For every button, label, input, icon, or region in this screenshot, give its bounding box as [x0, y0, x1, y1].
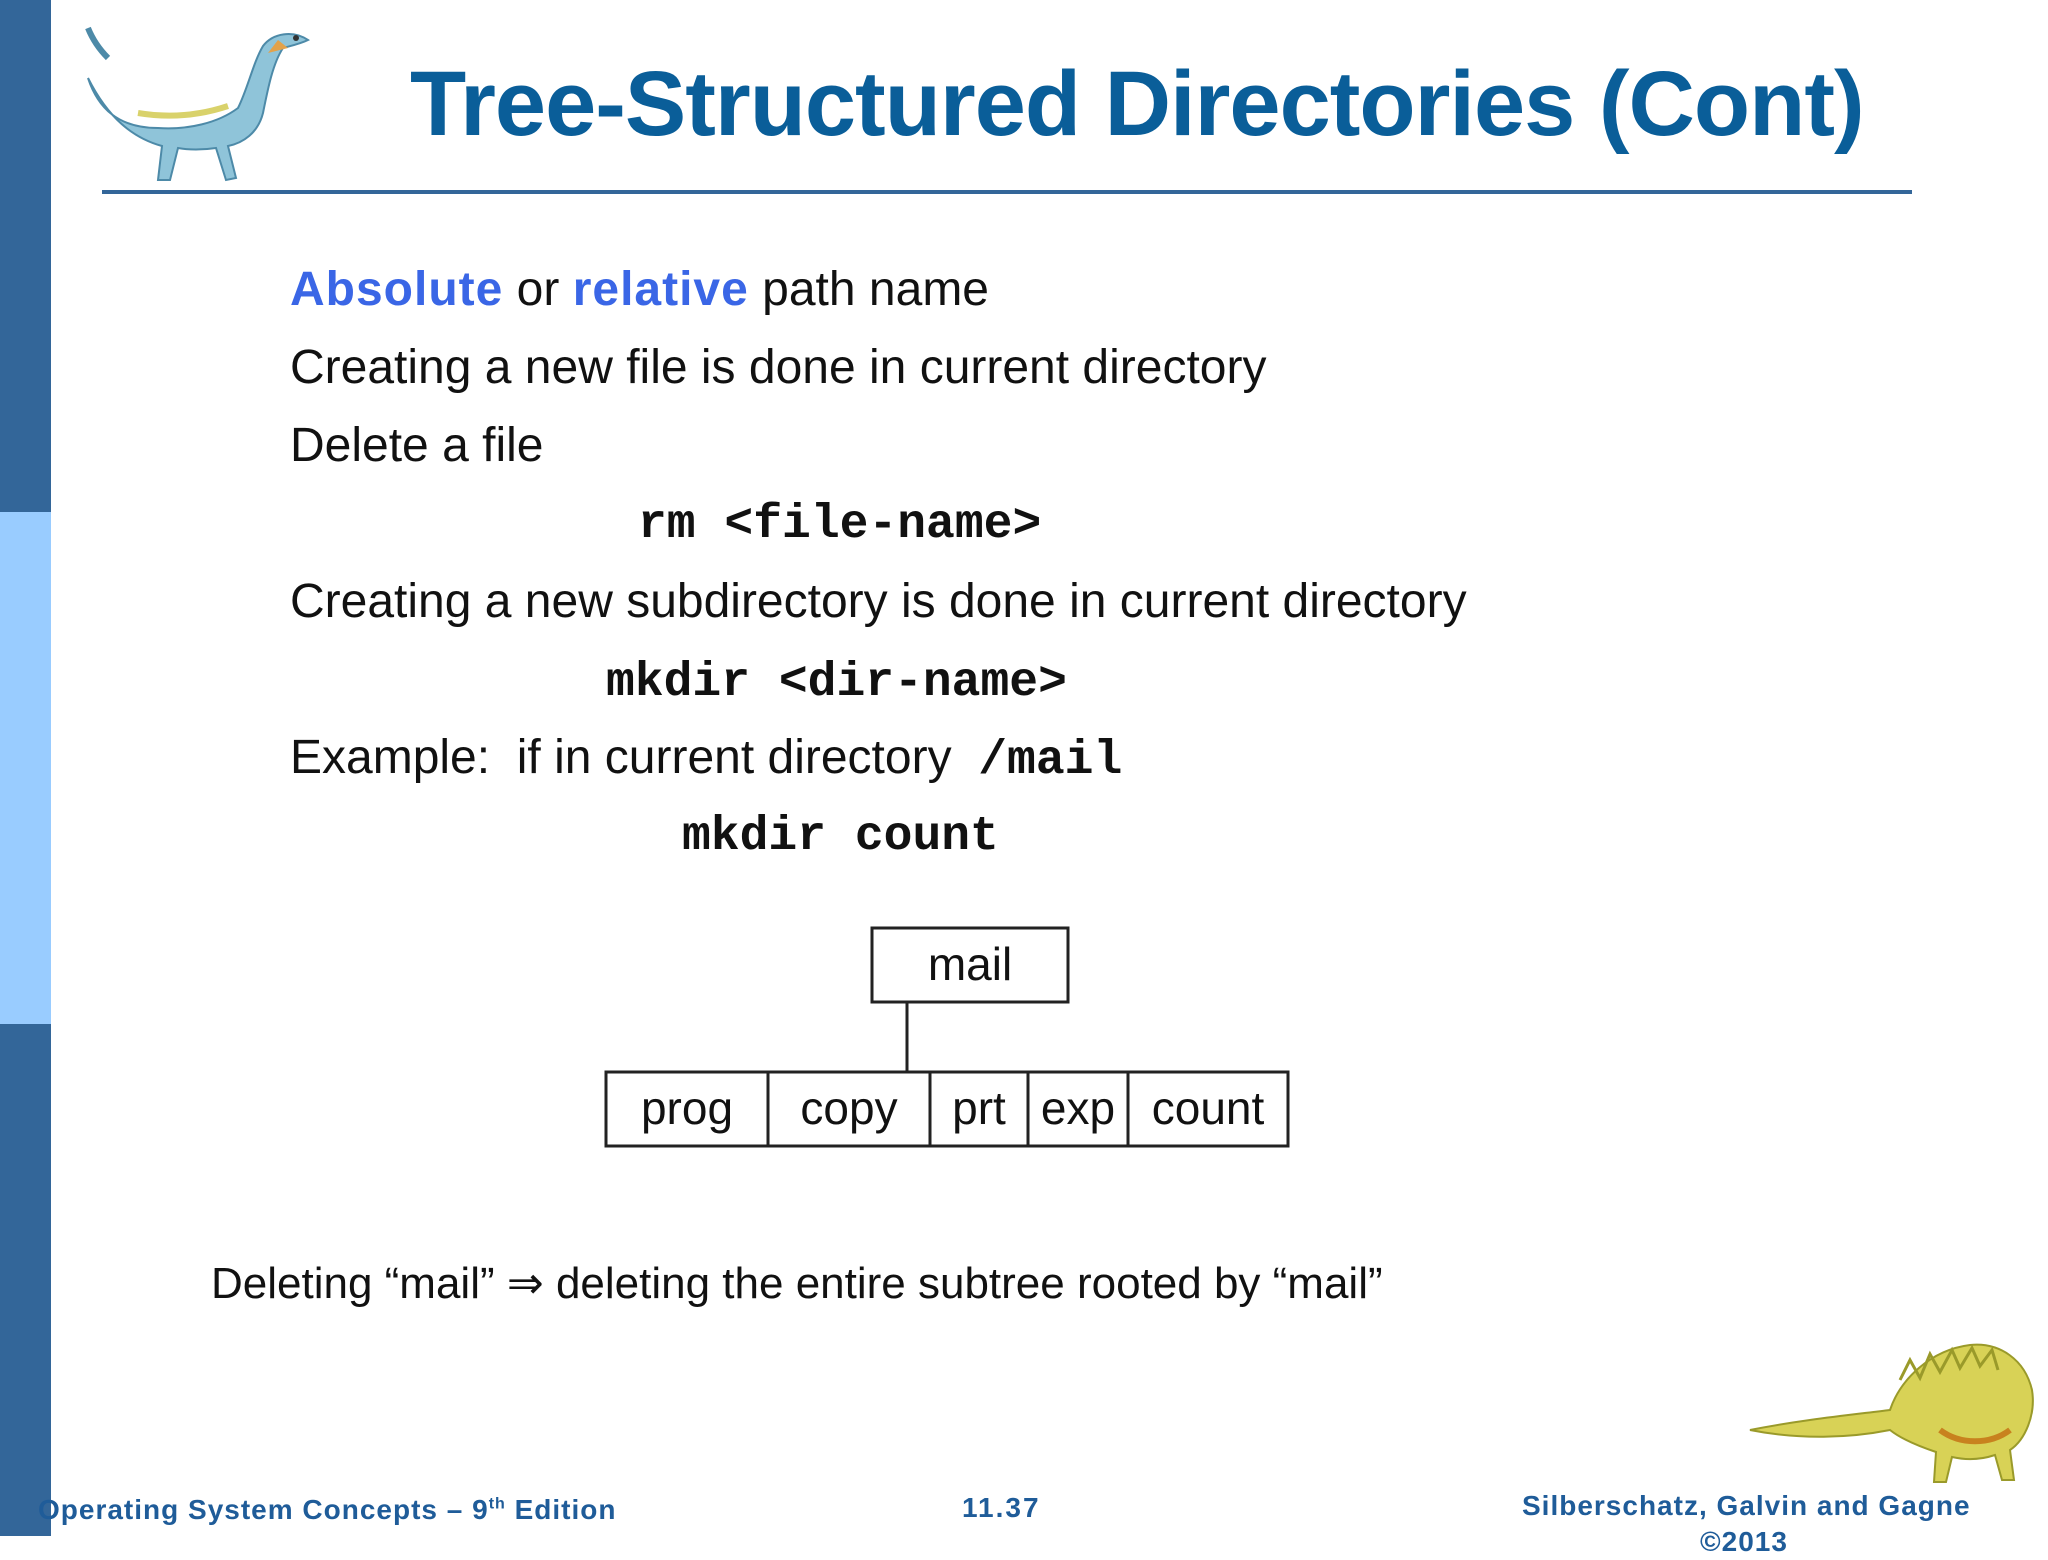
footer-course-edition: Edition [505, 1494, 617, 1525]
footer-page-number: 11.37 [962, 1492, 1041, 1523]
tree-child-prog: prog [641, 1082, 733, 1134]
title-divider [102, 190, 1912, 194]
dinosaur-bottom-right-icon [1749, 1343, 2034, 1483]
footer-course-text: Operating System Concepts – 9 [38, 1494, 489, 1525]
tree-root-label: mail [928, 938, 1012, 990]
keyword-relative: relative [572, 263, 749, 316]
footer-course-superscript: th [488, 1495, 506, 1513]
example-path: /mail [978, 734, 1123, 788]
create-file-line: Creating a new file is done in current d… [290, 341, 1267, 394]
footer-copyright: ©2013 [1700, 1526, 1788, 1557]
slide-title: Tree-Structured Directories (Cont) [410, 53, 1865, 155]
mkdir-count-command: mkdir count [682, 810, 999, 864]
tree-children-box [604, 1070, 1290, 1148]
example-text: Example: if in current directory [290, 731, 979, 784]
tree-root-box [870, 926, 1070, 1004]
footer-authors-names: Silberschatz, Galvin and Gagne [1522, 1490, 1971, 1521]
keyword-absolute: Absolute [290, 263, 504, 316]
dinosaur-top-left-icon [85, 26, 310, 182]
create-subdir-line: Creating a new subdirectory is done in c… [290, 575, 1467, 628]
path-or-text: or [503, 263, 573, 316]
left-band-bottom [0, 1024, 51, 1536]
footnote: Deleting “mail” ⇒ deleting the entire su… [211, 1259, 1383, 1308]
path-rest-text: path name [748, 263, 989, 316]
rm-command: rm <file-name> [638, 498, 1042, 552]
footer-authors: Silberschatz, Galvin and Gagne ©2013 [1522, 1488, 1971, 1560]
tree-child-copy: copy [800, 1082, 897, 1134]
example-line: Example: if in current directory /mail [290, 730, 1122, 788]
tree-child-exp: exp [1041, 1082, 1115, 1134]
path-name-line: Absolute or relative path name [290, 262, 989, 317]
directory-tree-diagram: mail prog copy prt exp count [604, 926, 1290, 1148]
left-band-middle [0, 512, 51, 1024]
tree-child-prt: prt [952, 1082, 1006, 1134]
footer-course-title: Operating System Concepts – 9th Edition [38, 1494, 616, 1526]
delete-file-line: Delete a file [290, 419, 544, 472]
left-band-top [0, 0, 51, 512]
mkdir-command: mkdir <dir-name> [606, 656, 1067, 710]
tree-child-count: count [1152, 1082, 1265, 1134]
